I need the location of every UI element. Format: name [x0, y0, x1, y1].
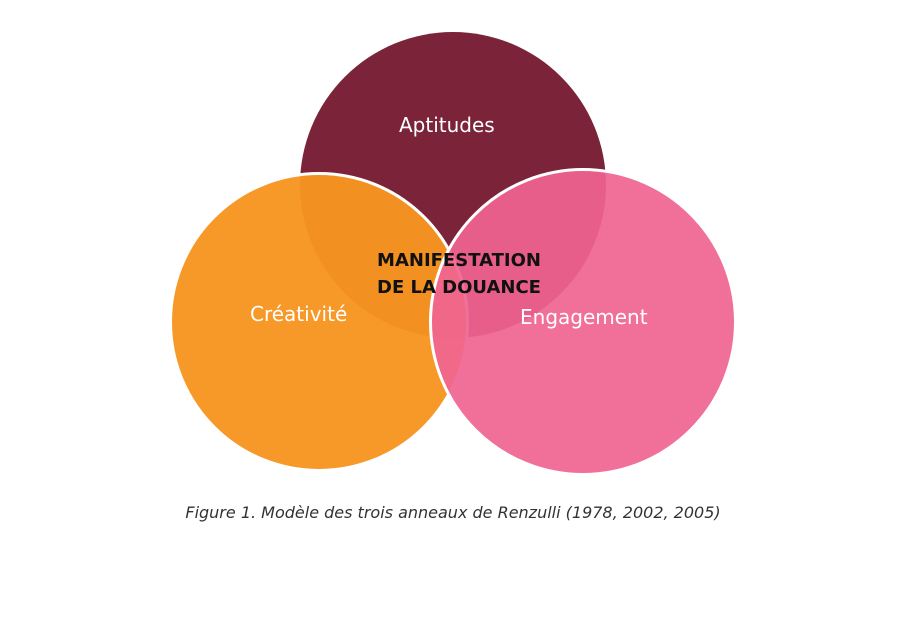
engagement-label: Engagement — [520, 305, 648, 329]
intersection-label-line1: MANIFESTATION — [377, 250, 541, 271]
aptitudes-label: Aptitudes — [399, 113, 495, 137]
figure-caption: Figure 1. Modèle des trois anneaux de Re… — [185, 503, 721, 522]
creativite-circle — [169, 172, 469, 472]
intersection-label-line2: DE LA DOUANCE — [377, 277, 541, 298]
creativite-label: Créativité — [250, 302, 348, 326]
intersection-label: MANIFESTATION DE LA DOUANCE — [362, 247, 556, 301]
engagement-circle — [429, 168, 737, 476]
